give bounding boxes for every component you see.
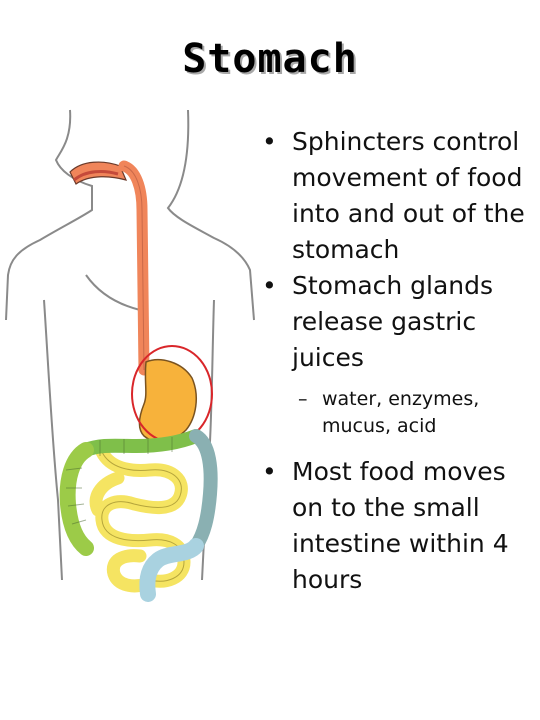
ascending-colon	[59, 442, 94, 556]
stomach	[138, 358, 198, 443]
bullet-sphincters: Sphincters control movement of food into…	[262, 124, 540, 268]
bullet-food-movement: Most food moves on to the small intestin…	[262, 454, 540, 598]
page-title: Stomach	[182, 36, 358, 82]
sub-bullet-gastric-components: – water, enzymes, mucus, acid	[262, 386, 540, 440]
descending-colon	[189, 429, 218, 553]
transverse-colon	[79, 429, 203, 457]
sub-bullet-text: water, enzymes, mucus, acid	[322, 388, 480, 437]
small-intestine	[89, 445, 191, 593]
sub-bullet-marker: –	[298, 388, 308, 410]
bullet-list: Sphincters control movement of food into…	[262, 124, 540, 598]
digestive-system-illustration	[5, 109, 255, 602]
bullet-stomach-glands: Stomach glands release gastric juices	[262, 268, 540, 376]
rectum	[139, 538, 204, 602]
